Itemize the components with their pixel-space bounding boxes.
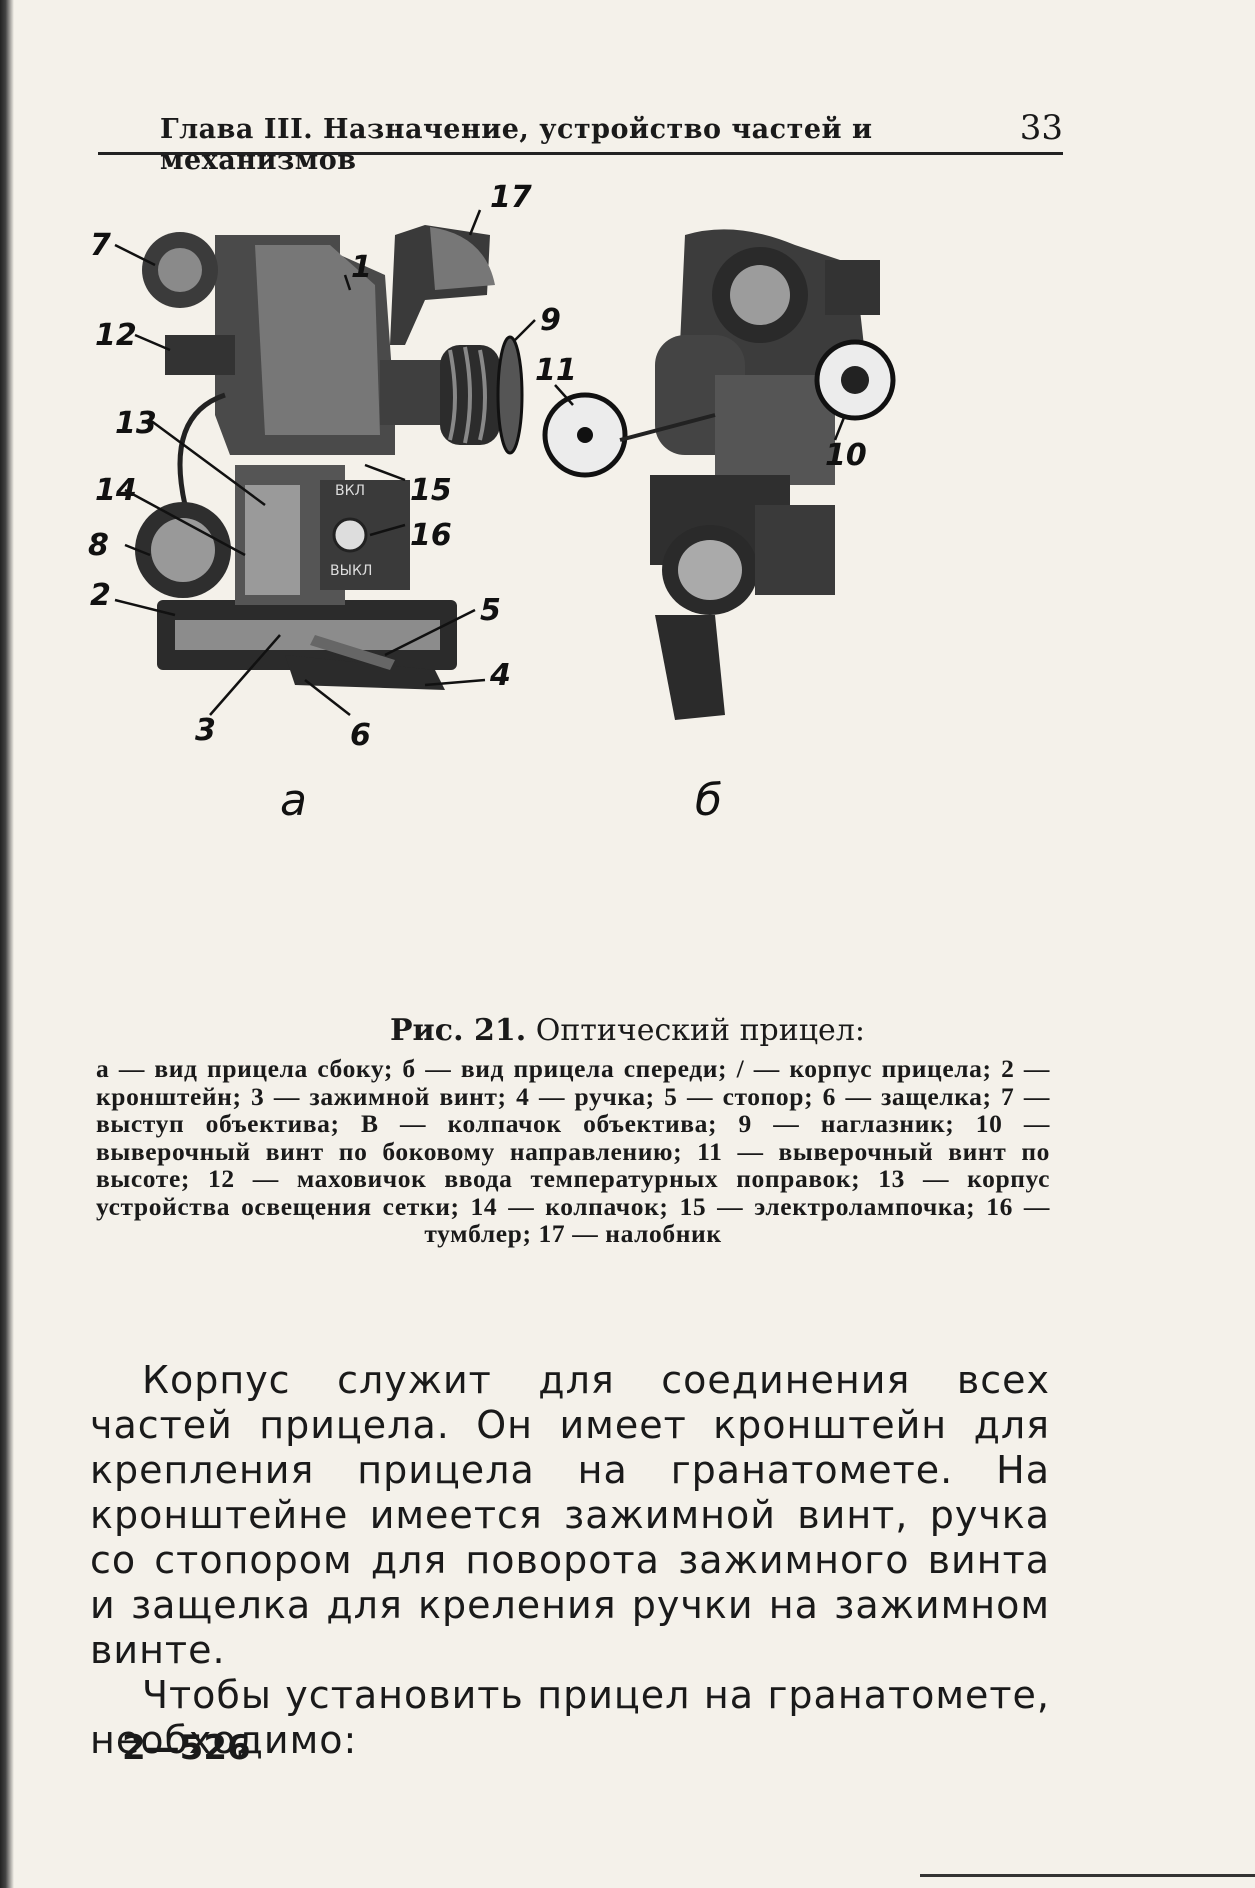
front-lens <box>730 265 790 325</box>
figure-legend: а — вид прицела сбоку; б — вид прицела с… <box>96 1054 1050 1248</box>
windage-screw-center <box>841 366 869 394</box>
handle <box>285 655 445 690</box>
leader-lines-b <box>554 384 847 441</box>
callout-9: 9 <box>540 303 561 338</box>
front-lamp-housing <box>755 505 835 595</box>
printer-signature-mark: 2—526 <box>122 1728 251 1768</box>
forehead-rest <box>430 227 495 290</box>
figure-optical-sight: ВКЛ ВЫКЛ <box>88 180 1095 975</box>
switch-label-on: ВКЛ <box>335 483 365 499</box>
bottom-rule <box>920 1874 1255 1877</box>
callout-4: 4 <box>489 658 511 693</box>
optical-sight-illustration: ВКЛ ВЫКЛ <box>88 180 896 826</box>
eyepiece-tube <box>380 360 450 425</box>
front-bracket <box>655 615 725 720</box>
side-knob <box>825 260 880 315</box>
callout-15: 15 <box>410 473 452 508</box>
figure-number: Рис. 21. <box>390 1013 527 1048</box>
temperature-knob <box>165 335 235 375</box>
switch-label-off: ВЫКЛ <box>330 563 372 579</box>
callout-1: 1 <box>351 250 372 285</box>
callout-8: 8 <box>88 528 109 563</box>
objective-cap-inner <box>151 518 215 582</box>
callout-16: 16 <box>410 518 452 553</box>
callout-14: 14 <box>95 473 137 508</box>
callout-6: 6 <box>350 718 371 753</box>
leader-lines-a <box>114 209 536 716</box>
lamp-housing-highlight <box>245 485 300 595</box>
cable <box>177 392 226 506</box>
page-number: 33 <box>1019 108 1063 148</box>
callout-13: 13 <box>115 406 157 441</box>
sight-body-highlight <box>255 245 380 435</box>
book-spine-shadow <box>0 0 14 1888</box>
running-header: Глава III. Назначение, устройство частей… <box>98 108 1063 176</box>
panel-label-b: б <box>695 775 722 826</box>
stopper <box>310 635 395 670</box>
front-mid-body <box>715 375 835 485</box>
chapter-title: Глава III. Назначение, устройство частей… <box>160 114 873 176</box>
bracket-slot <box>175 620 440 650</box>
paragraph-2: Чтобы установить прицел на гранатомете, … <box>90 1673 1050 1762</box>
callout-7: 7 <box>90 228 111 263</box>
panel-label-a: а <box>280 775 307 826</box>
sight-side-view: ВКЛ ВЫКЛ <box>88 180 561 826</box>
callout-12: 12 <box>95 318 137 353</box>
toggle-switch <box>332 517 368 553</box>
callout-3: 3 <box>195 713 216 748</box>
callout-17: 17 <box>490 180 532 215</box>
bellows-ribs <box>448 346 487 444</box>
body-text: Корпус служит для соединения всех частей… <box>90 1358 1050 1763</box>
objective-boss-face <box>158 248 202 292</box>
figure-title: Оптический прицел: <box>535 1013 865 1048</box>
callout-2: 2 <box>90 578 111 613</box>
callout-10: 10 <box>825 438 867 473</box>
callout-5: 5 <box>480 593 501 628</box>
paragraph-1: Корпус служит для соединения всех частей… <box>90 1358 1050 1672</box>
sight-front-view: 11 10 б <box>535 229 896 826</box>
eyecup <box>496 335 524 455</box>
elevation-screw-center <box>577 427 593 443</box>
front-cap-inner <box>678 540 742 600</box>
callout-11: 11 <box>535 353 577 388</box>
elevation-screw-link <box>619 413 716 442</box>
figure-caption-title: Рис. 21. Оптический прицел: <box>0 1013 1255 1048</box>
